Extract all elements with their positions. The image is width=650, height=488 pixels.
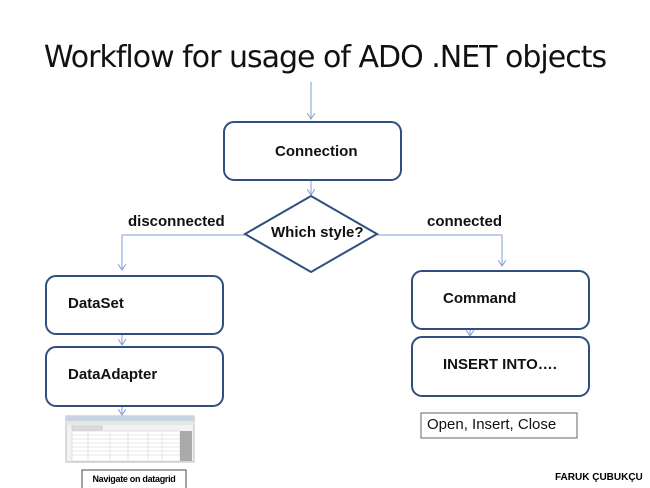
disconnected-label: disconnected (128, 213, 225, 230)
insert-box (411, 336, 590, 397)
open-insert-close-box (420, 412, 578, 439)
connection-label: Connection (275, 143, 358, 160)
navigate-box (81, 469, 187, 488)
dataadapter-label: DataAdapter (68, 366, 158, 383)
dataset-label: DataSet (68, 295, 124, 312)
navigate-label: Navigate on datagrid (92, 474, 176, 484)
page-title: Workflow for usage of ADO .NET objects (43, 40, 607, 75)
command-box (411, 270, 590, 330)
arrow-connected (377, 234, 502, 266)
author-label: FARUK ÇUBUKÇU (555, 472, 643, 483)
insert-label: INSERT INTO…. (443, 356, 557, 373)
open-insert-close-label: Open, Insert, Close (427, 416, 557, 433)
connection-box (223, 121, 402, 181)
decision-label: Which style? (271, 224, 364, 241)
arrow-disconnected (122, 234, 245, 270)
connected-label: connected (427, 213, 503, 230)
command-label: Command (443, 290, 517, 307)
datagrid-screenshot-thumbnail (65, 415, 195, 463)
decision-diamond (242, 194, 380, 274)
dataset-box (45, 275, 224, 335)
dataadapter-box (45, 346, 224, 407)
